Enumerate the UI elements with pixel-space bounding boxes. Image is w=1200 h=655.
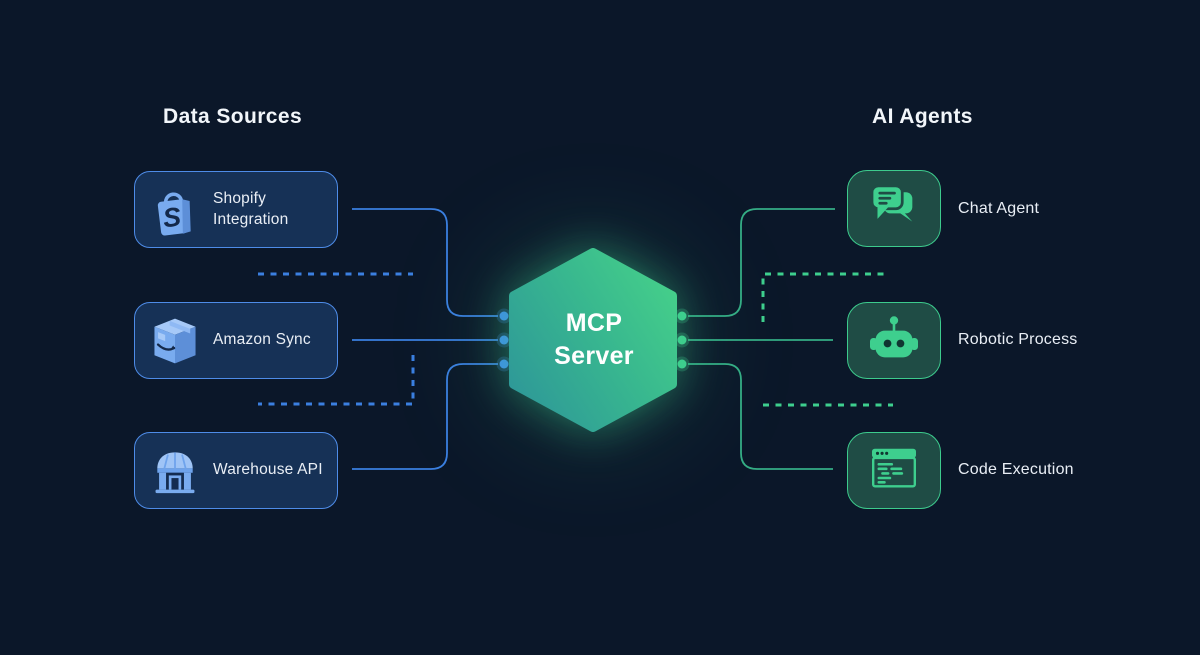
dashed-line-right-top [761, 272, 888, 322]
mcp-left-port-dots [496, 308, 512, 372]
agent-label-robotic: Robotic Process [958, 331, 1078, 348]
svg-text:S: S [161, 201, 183, 233]
connector-shopify-to-mcp [352, 208, 498, 317]
mcp-server-line2: Server [554, 342, 634, 370]
node-robotic-process [847, 302, 941, 379]
amazon-box-icon [150, 316, 200, 366]
connector-mcp-to-code-execution [688, 363, 833, 470]
mcp-server-title: MCP Server [494, 235, 694, 445]
mcp-server-line1: MCP [565, 309, 623, 337]
ai-agents-heading: AI Agents [872, 105, 973, 128]
robot-head-icon [869, 314, 919, 367]
connector-warehouse-to-mcp [352, 363, 498, 470]
agent-label-chat: Chat Agent [958, 200, 1040, 217]
node-warehouse-api: Warehouse API [134, 432, 338, 509]
source-label: Warehouse API [213, 461, 323, 479]
warehouse-building-icon [150, 448, 200, 494]
data-sources-heading: Data Sources [163, 105, 303, 128]
node-chat-agent [847, 170, 941, 247]
code-window-icon [870, 446, 918, 495]
mcp-right-port-dots [674, 308, 690, 372]
node-shopify-integration: S Shopify Integration [134, 171, 338, 248]
agent-label-code: Code Execution [958, 461, 1074, 478]
shopify-bag-icon: S [150, 183, 200, 237]
node-code-execution [847, 432, 941, 509]
source-label: Shopify Integration [213, 190, 289, 228]
dashed-line-left-bottom [258, 355, 415, 406]
chat-bubbles-icon [870, 184, 918, 233]
source-label: Amazon Sync [213, 331, 311, 349]
node-amazon-sync: Amazon Sync [134, 302, 338, 379]
connector-mcp-to-chat-agent [688, 208, 835, 317]
mcp-server-hexagon [509, 248, 677, 432]
